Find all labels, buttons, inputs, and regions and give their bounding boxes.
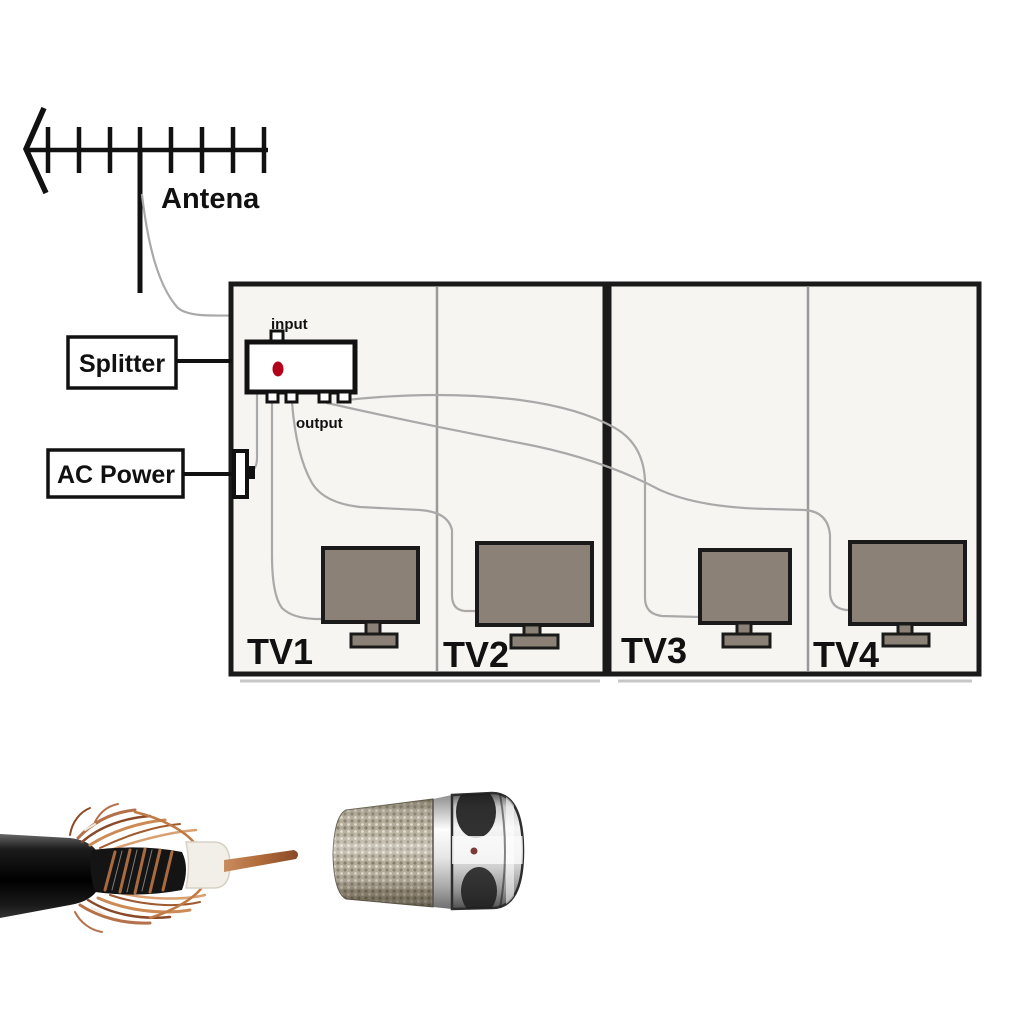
tv4-screen — [848, 540, 967, 626]
cable-to-tv4 — [325, 401, 852, 612]
f-connector-barrel-shading — [333, 799, 433, 907]
coax-cables — [245, 392, 852, 621]
antenna-symbol: Antena — [22, 106, 268, 293]
tv3-group: TV3 — [621, 548, 792, 671]
splitter-input-label: input — [271, 316, 308, 333]
ac-power-callout: AC Power — [46, 448, 255, 499]
tv4-group: TV4 — [813, 540, 967, 675]
ac-power-callout-label: AC Power — [57, 461, 175, 489]
tv1-stand-neck — [364, 620, 382, 636]
splitter-led — [272, 361, 284, 377]
splitter-body — [244, 339, 358, 395]
cable-to-tv3 — [344, 393, 701, 619]
splitter-output-label: output — [296, 415, 343, 432]
splitter-callout-label: Splitter — [79, 350, 165, 378]
tv2-group: TV2 — [443, 541, 594, 675]
splitter-device: input output — [244, 316, 358, 432]
coax-braid — [69, 803, 207, 933]
coax-shield-winding — [103, 847, 174, 895]
splitter-callout: Splitter — [66, 335, 232, 390]
tv3-label: TV3 — [621, 630, 687, 671]
antenna-label: Antena — [161, 183, 260, 215]
tv4-stand-base — [881, 632, 931, 648]
splitter-callout-box — [66, 335, 178, 390]
cable-to-tv2 — [290, 400, 480, 613]
tv2-label: TV2 — [443, 634, 509, 675]
ac-power-outlet-tab — [247, 466, 255, 479]
ac-power-callout-box — [46, 448, 185, 499]
tv1-group: TV1 — [247, 546, 420, 672]
tv4-label: TV4 — [813, 634, 879, 675]
tv2-stand-base — [509, 633, 560, 650]
tv1-stand-base — [349, 632, 399, 649]
f-connector-ring — [433, 795, 452, 909]
tv1-label: TV1 — [247, 631, 313, 672]
coax-center-conductor — [224, 850, 299, 872]
f-connector-photo — [332, 791, 525, 911]
coax-cable-photo — [0, 803, 299, 933]
cable-to-tv1 — [270, 400, 326, 621]
tv3-stand-neck — [735, 621, 753, 636]
tv3-screen — [698, 548, 792, 625]
tv3-stand-base — [721, 632, 772, 649]
tv1-screen — [321, 546, 420, 624]
coax-dielectric — [185, 841, 231, 889]
f-connector-nut-shading — [452, 793, 523, 909]
ac-power-outlet — [232, 449, 249, 499]
splitter-output-ports — [265, 390, 352, 404]
tv2-screen — [475, 541, 594, 627]
coax-jacket — [0, 834, 96, 918]
